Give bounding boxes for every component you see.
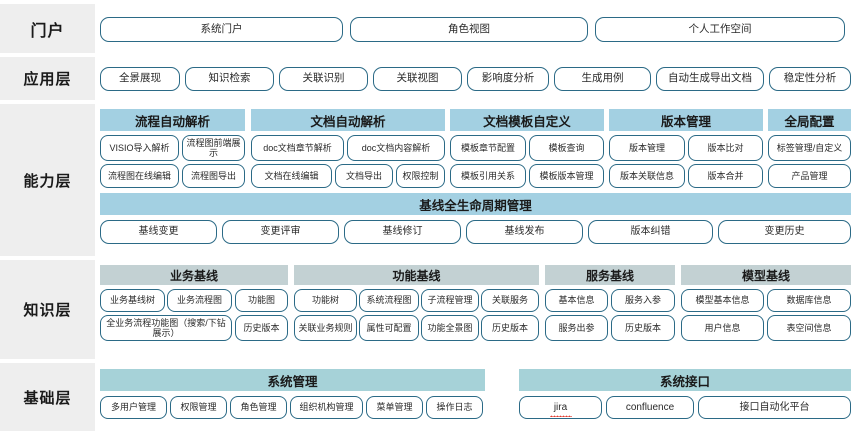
capability-button-doc-online-edit[interactable]: 文档在线编辑 [251, 164, 332, 188]
layer-foundation-label: 基础层 [23, 389, 72, 407]
knowledge-button-service-output-param[interactable]: 服务出参 [545, 315, 608, 341]
capability-group-header-doc-template: 文档模板自定义 [450, 109, 604, 131]
capability-group-header-global-config: 全局配置 [768, 109, 851, 131]
spellcheck-underline-icon [549, 414, 572, 417]
capability-button-doc-chapter-parse[interactable]: doc文档章节解析 [251, 135, 344, 161]
knowledge-button-tablespace-info[interactable]: 表空间信息 [767, 315, 851, 341]
foundation-group-header-system-management: 系统管理 [100, 369, 485, 391]
app-button-relation-view[interactable]: 关联视图 [373, 67, 462, 91]
portal-button-role-view[interactable]: 角色视图 [350, 17, 588, 42]
capability-button-doc-content-parse[interactable]: doc文档内容解析 [347, 135, 445, 161]
knowledge-button-function-panorama[interactable]: 功能全景图 [421, 315, 479, 341]
capability-group-header-doc-parse: 文档自动解析 [251, 109, 445, 131]
portal-button-system-portal[interactable]: 系统门户 [100, 17, 343, 42]
capability-button-tag-management[interactable]: 标签管理/自定义 [768, 135, 851, 161]
foundation-button-jira[interactable]: jira [519, 396, 602, 419]
knowledge-button-business-baseline-tree[interactable]: 业务基线树 [100, 289, 165, 312]
knowledge-button-function-tree[interactable]: 功能树 [294, 289, 357, 312]
capability-button-version-correction[interactable]: 版本纠错 [588, 220, 713, 244]
knowledge-button-service-basic-info[interactable]: 基本信息 [545, 289, 608, 312]
knowledge-button-service-history-version[interactable]: 历史版本 [611, 315, 675, 341]
capability-button-product-management[interactable]: 产品管理 [768, 164, 851, 188]
app-button-generate-case[interactable]: 生成用例 [554, 67, 651, 91]
layer-application: 应用层 全景展现 知识检索 关联识别 关联视图 影响度分析 生成用例 自动生成导… [0, 57, 851, 100]
knowledge-button-system-flowchart[interactable]: 系统流程图 [359, 289, 419, 312]
foundation-button-role-management[interactable]: 角色管理 [230, 396, 287, 419]
knowledge-button-function-history-version[interactable]: 历史版本 [481, 315, 539, 341]
app-button-panorama[interactable]: 全景展现 [100, 67, 180, 91]
knowledge-button-business-history-version[interactable]: 历史版本 [235, 315, 288, 341]
layer-knowledge-label: 知识层 [23, 302, 72, 319]
capability-button-change-history[interactable]: 变更历史 [718, 220, 851, 244]
capability-button-version-management[interactable]: 版本管理 [609, 135, 685, 161]
capability-group-header-version-mgmt: 版本管理 [609, 109, 763, 131]
capability-button-change-review[interactable]: 变更评审 [222, 220, 339, 244]
capability-button-version-relation-info[interactable]: 版本关联信息 [609, 164, 685, 188]
capability-button-visio-import-parse[interactable]: VISIO导入解析 [100, 135, 179, 161]
foundation-button-api-automation-platform[interactable]: 接口自动化平台 [698, 396, 851, 419]
capability-button-baseline-change[interactable]: 基线变更 [100, 220, 217, 244]
knowledge-button-function-diagram[interactable]: 功能图 [235, 289, 288, 312]
capability-button-baseline-release[interactable]: 基线发布 [466, 220, 583, 244]
foundation-button-permission-management[interactable]: 权限管理 [170, 396, 227, 419]
app-button-relation-identify[interactable]: 关联识别 [279, 67, 368, 91]
foundation-group-header-system-interface: 系统接口 [519, 369, 851, 391]
capability-button-template-version-mgmt[interactable]: 模板版本管理 [529, 164, 604, 188]
capability-button-flowchart-frontend-display[interactable]: 流程图前端展示 [182, 135, 245, 161]
foundation-button-menu-management[interactable]: 菜单管理 [366, 396, 423, 419]
app-button-stability-analysis[interactable]: 稳定性分析 [769, 67, 851, 91]
knowledge-button-business-flowchart[interactable]: 业务流程图 [167, 289, 232, 312]
knowledge-button-model-basic-info[interactable]: 模型基本信息 [681, 289, 764, 312]
capability-button-flowchart-online-edit[interactable]: 流程图在线编辑 [100, 164, 179, 188]
knowledge-button-service-input-param[interactable]: 服务入参 [611, 289, 675, 312]
knowledge-button-database-info[interactable]: 数据库信息 [767, 289, 851, 312]
layer-application-label: 应用层 [23, 71, 72, 88]
foundation-button-confluence[interactable]: confluence [606, 396, 694, 419]
capability-button-doc-export[interactable]: 文档导出 [335, 164, 393, 188]
capability-button-baseline-revise[interactable]: 基线修订 [344, 220, 461, 244]
capability-group-header-baseline-lifecycle: 基线全生命周期管理 [100, 193, 851, 215]
knowledge-group-header-function-baseline: 功能基线 [294, 265, 539, 285]
knowledge-button-attribute-configurable[interactable]: 属性可配置 [359, 315, 419, 341]
capability-group-header-process-parse: 流程自动解析 [100, 109, 245, 131]
layer-portal-label: 门户 [30, 22, 65, 40]
capability-button-flowchart-export[interactable]: 流程图导出 [182, 164, 245, 188]
capability-button-template-reference[interactable]: 模板引用关系 [450, 164, 526, 188]
knowledge-group-header-business-baseline: 业务基线 [100, 265, 288, 285]
capability-button-template-chapter-config[interactable]: 模板章节配置 [450, 135, 526, 161]
knowledge-button-related-business-rule[interactable]: 关联业务规则 [294, 315, 357, 341]
knowledge-button-full-business-flow-function-map[interactable]: 全业务流程功能图（搜索/下钻展示） [100, 315, 232, 341]
layer-portal: 门户 系统门户 角色视图 个人工作空间 [0, 4, 845, 53]
foundation-button-org-management[interactable]: 组织机构管理 [290, 396, 363, 419]
layer-capability: 能力层 流程自动解析 VISIO导入解析 流程图前端展示 流程图在线编辑 流程图… [0, 104, 851, 256]
knowledge-button-subprocess-management[interactable]: 子流程管理 [421, 289, 479, 312]
knowledge-button-user-info[interactable]: 用户信息 [681, 315, 764, 341]
capability-button-permission-control[interactable]: 权限控制 [396, 164, 445, 188]
layer-foundation: 基础层 系统管理 多用户管理 权限管理 角色管理 组织机构管理 菜单管理 操作日… [0, 363, 851, 431]
capability-button-template-query[interactable]: 模板查询 [529, 135, 604, 161]
layer-capability-label: 能力层 [23, 172, 72, 190]
jira-label: jira [553, 401, 568, 413]
knowledge-group-header-model-baseline: 模型基线 [681, 265, 851, 285]
portal-button-personal-workspace[interactable]: 个人工作空间 [595, 17, 845, 42]
app-button-auto-export-doc[interactable]: 自动生成导出文档 [656, 67, 764, 91]
knowledge-group-header-service-baseline: 服务基线 [545, 265, 675, 285]
capability-button-version-compare[interactable]: 版本比对 [688, 135, 763, 161]
app-button-impact-analysis[interactable]: 影响度分析 [467, 67, 549, 91]
layer-knowledge: 知识层 业务基线 业务基线树 业务流程图 功能图 全业务流程功能图（搜索/下钻展… [0, 260, 851, 359]
foundation-button-operation-log[interactable]: 操作日志 [426, 396, 483, 419]
app-button-knowledge-search[interactable]: 知识检索 [185, 67, 274, 91]
capability-button-version-merge[interactable]: 版本合并 [688, 164, 763, 188]
foundation-button-multi-user-management[interactable]: 多用户管理 [100, 396, 167, 419]
knowledge-button-related-service[interactable]: 关联服务 [481, 289, 539, 312]
